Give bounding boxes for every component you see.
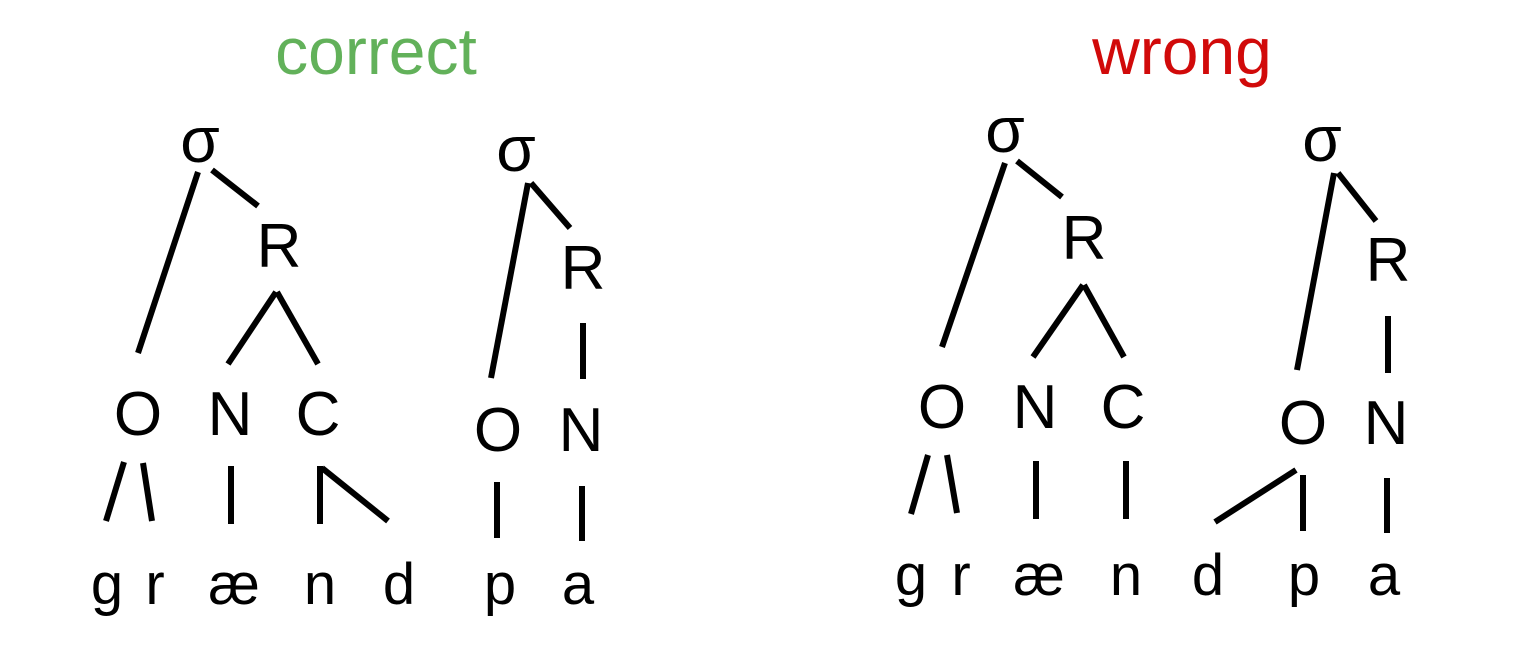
sigma-node: σ xyxy=(985,94,1025,166)
onset1-g-link xyxy=(103,461,127,522)
coda1-d-link xyxy=(320,465,390,524)
segment: g xyxy=(894,543,928,608)
rhyme1-coda-branch xyxy=(1081,283,1127,359)
segment: p xyxy=(483,552,517,617)
nucleus-node: N xyxy=(558,396,604,465)
segment: n xyxy=(1109,543,1143,608)
segment: r xyxy=(951,543,971,608)
sigma-node: σ xyxy=(496,113,536,185)
segment: æ xyxy=(208,552,260,617)
correct-tree-lines xyxy=(103,167,586,541)
onset1-g-link xyxy=(908,454,931,515)
onset1-r-link xyxy=(140,462,155,522)
sigma2-onset-branch xyxy=(488,182,531,379)
wrong-title: wrong xyxy=(1092,14,1272,88)
sigma-node: σ xyxy=(1302,103,1342,175)
onset-node: O xyxy=(113,380,163,449)
rhyme1-coda-branch xyxy=(274,290,321,366)
segment: r xyxy=(145,552,165,617)
sigma2-rhyme-branch xyxy=(1335,171,1379,223)
segment: d xyxy=(382,552,416,617)
nucleus-node: N xyxy=(1012,373,1058,442)
onset-node: O xyxy=(473,396,523,465)
sigma1-onset-branch xyxy=(135,171,201,354)
onset1-r-link xyxy=(944,454,960,514)
rhyme-node: R xyxy=(1365,226,1411,295)
sigma2-rhyme-branch xyxy=(528,181,573,230)
sigma1-rhyme-branch xyxy=(210,167,260,209)
correct-title: correct xyxy=(275,14,477,88)
rhyme-node: R xyxy=(1061,204,1107,273)
rhyme-node: R xyxy=(560,234,606,303)
segment: a xyxy=(561,552,595,617)
rhyme-node: R xyxy=(256,212,302,281)
segment: g xyxy=(90,552,124,617)
sigma1-onset-branch xyxy=(939,162,1008,348)
coda-node: C xyxy=(295,380,341,449)
onset-node: O xyxy=(917,373,967,442)
sigma2-onset-branch xyxy=(1294,172,1337,371)
coda-node: C xyxy=(1100,373,1146,442)
nucleus-node: N xyxy=(207,380,253,449)
onset-node: O xyxy=(1278,389,1328,458)
segment: n xyxy=(303,552,337,617)
segment: p xyxy=(1287,543,1321,608)
onset2-d-link xyxy=(1213,467,1298,525)
segment: d xyxy=(1191,543,1225,608)
segment: æ xyxy=(1013,543,1065,608)
rhyme1-nucleus-branch xyxy=(225,290,279,366)
nucleus-node: N xyxy=(1363,389,1409,458)
rhyme1-nucleus-branch xyxy=(1030,283,1086,359)
sigma-node: σ xyxy=(180,104,220,176)
sigma1-rhyme-branch xyxy=(1015,158,1064,200)
wrong-tree-lines xyxy=(908,158,1391,533)
segment: a xyxy=(1367,543,1401,608)
